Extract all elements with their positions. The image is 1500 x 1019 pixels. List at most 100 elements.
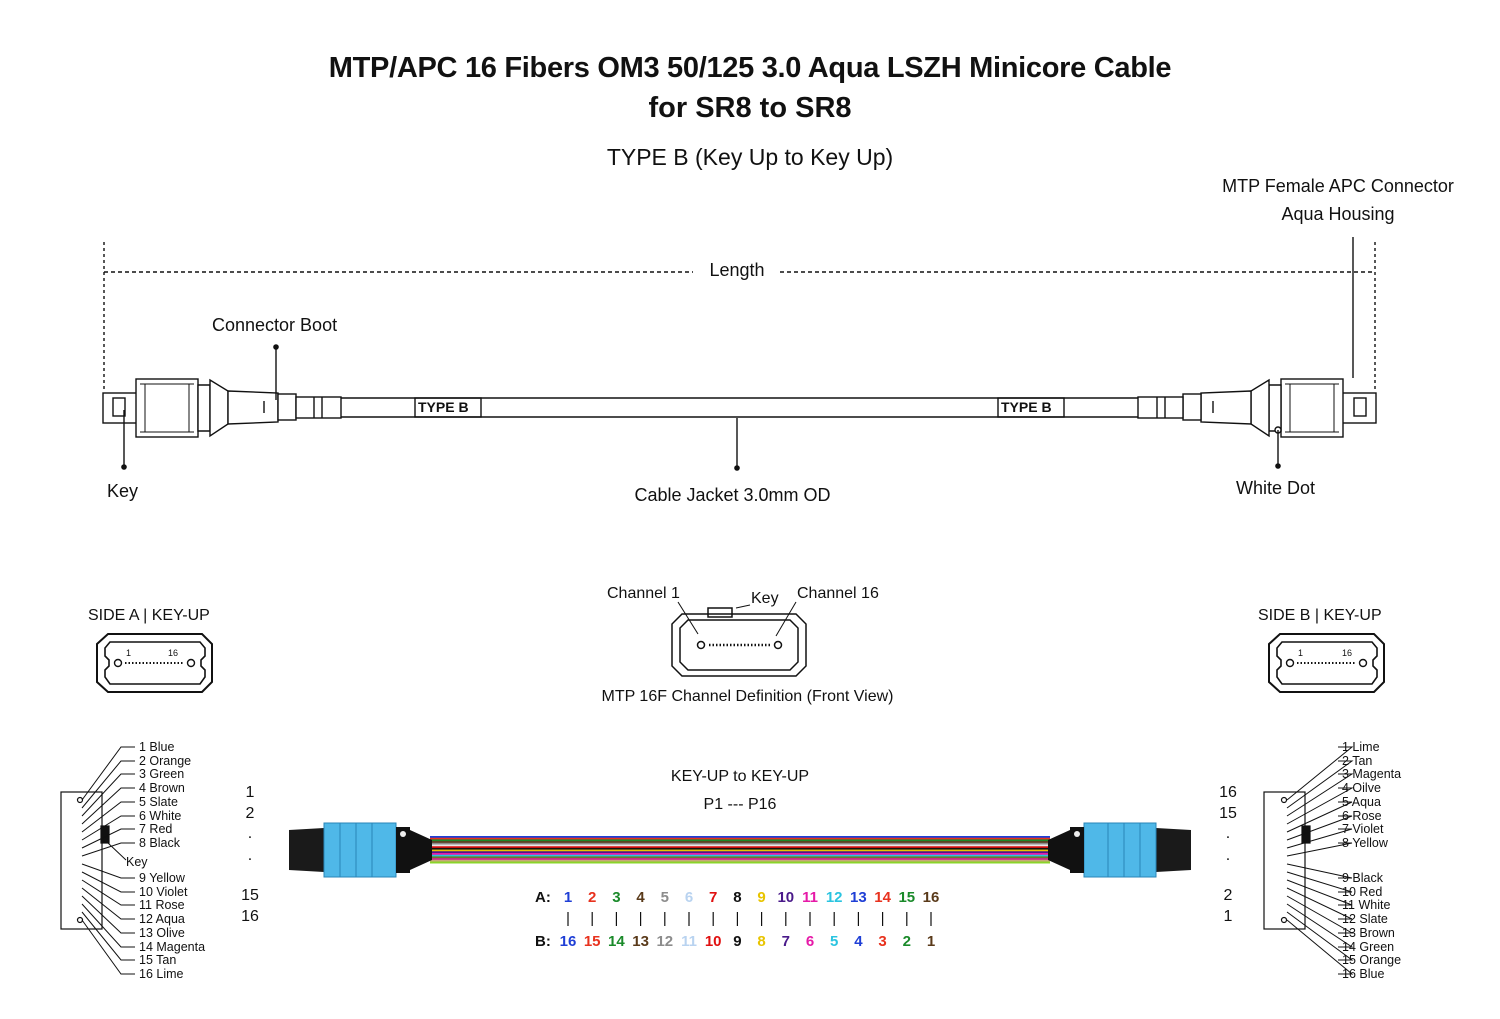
length-label: Length [709,260,765,280]
polarity-line2: P1 --- P16 [703,796,777,813]
fiber-number: 15 [583,933,601,950]
mtp-front-view [671,601,807,677]
side-a-connector-icon [96,633,213,693]
cable-marking-right: TYPE B [1001,399,1052,415]
fiber-label: 9 Black [1342,871,1383,885]
fiber-leader [81,903,135,948]
fiber-number: 14 [608,933,625,950]
fiber-label: 5 Aqua [1342,795,1381,809]
fiber-number: 13 [632,933,649,950]
fiber-leader [1286,828,1353,849]
fiber-leader [81,887,135,920]
side-b-title: SIDE B | KEY-UP [1258,607,1382,624]
fiber-label: 16 Lime [139,967,184,981]
fiber-leader [1286,903,1354,948]
channel16-label: Channel 16 [797,585,879,602]
fiber-label: 12 Aqua [139,912,185,926]
fiber-label: 5 Slate [139,795,178,809]
fiber-leader [1286,787,1354,825]
right-position: 1 [1223,908,1233,925]
fiber-label: 14 Magenta [139,940,206,954]
fiber-leader [1286,879,1353,906]
fiber-number: 9 [757,889,766,906]
fiber-leader [81,863,135,879]
fiber-leader [1286,887,1353,920]
key-label: Key [107,481,139,501]
fiber-leader [81,919,135,975]
right-connector [1137,378,1377,438]
page-title-line2: for SR8 to SR8 [648,92,852,124]
fiber-leader [1286,746,1354,801]
fiber-label: 1 Lime [1342,740,1380,754]
cable-marking-left: TYPE B [418,399,469,415]
fiber-label: 15 Tan [139,953,177,967]
fiber-number: 1 [926,933,936,950]
fiber-leader [1286,871,1353,893]
fiber-leader [81,773,135,817]
fiber-number: 6 [684,889,694,906]
fiber-number: 3 [878,933,887,950]
mapping-a-label: A: [535,889,551,906]
fiber-number: 7 [781,933,790,950]
fiber-number: 3 [612,889,621,906]
left-position: 2 [245,805,255,822]
fiber-label: 16 Blue [1342,967,1385,981]
mapping-ticks [567,912,932,926]
fiber-leader [1286,801,1353,833]
leader-dots [121,344,1281,471]
fiber-label: 9 Yellow [139,871,185,885]
white-dot-label: White Dot [1236,478,1316,498]
fiber-leader [81,842,135,857]
fiber-leader [81,871,135,893]
fiber-label: 3 Green [139,767,185,781]
left-position: . [247,825,253,842]
fiber-label: 1 Blue [139,740,175,754]
cable-jacket [341,397,1138,418]
fiber-label: 15 Orange [1342,953,1402,967]
fiber-number: 10 [704,933,722,950]
fiber-leader [81,828,135,849]
fiber-leader [1286,895,1354,934]
fiber-leader [81,746,135,801]
left-position: . [247,847,253,864]
right-position: . [1225,847,1231,864]
page-title: MTP/APC 16 Fibers OM3 50/125 3.0 Aqua LS… [328,52,1172,84]
channel1-label: Channel 1 [607,585,680,602]
fiber-label: 2 Orange [139,754,192,768]
fiber-number: 2 [588,889,597,906]
fiber-label: 6 White [139,809,182,823]
fiber-number: 4 [854,933,863,950]
channel-key-label: Key [751,590,779,607]
fiber-number: 14 [874,889,891,906]
left-position: 15 [241,887,259,904]
fiber-number: 12 [656,933,674,950]
fiber-leader [81,760,135,809]
fiber-number: 16 [922,889,940,906]
fiber-number: 8 [733,889,742,906]
fiber-number: 5 [660,889,669,906]
fiber-label: 11 Rose [139,898,185,912]
fiber-leader [1286,911,1354,961]
key-leader [107,842,127,861]
left-fanout [60,746,135,975]
fiber-label: 14 Green [1342,940,1395,954]
fiber-number: 6 [805,933,815,950]
fiber-number: 13 [850,889,867,906]
fiber-number: 8 [757,933,766,950]
fiber-label: 13 Olive [139,926,185,940]
right-position: 2 [1223,887,1233,904]
fiber-number: 9 [733,933,742,950]
fiber-leader [81,879,135,906]
fiber-label: 13 Brown [1342,926,1395,940]
connector-label-line1: MTP Female APC Connector [1222,176,1454,196]
side-b-pos16: 16 [1342,648,1353,658]
mapping-b-label: B: [535,933,551,950]
fiber-number: 10 [777,889,795,906]
left-connector [102,378,342,438]
fiber-number: 11 [802,889,818,906]
side-b-connector-icon [1268,633,1385,693]
fiber-number: 2 [902,933,911,950]
fiber-label: 3 Magenta [1342,767,1402,781]
right-position: 16 [1219,784,1237,801]
